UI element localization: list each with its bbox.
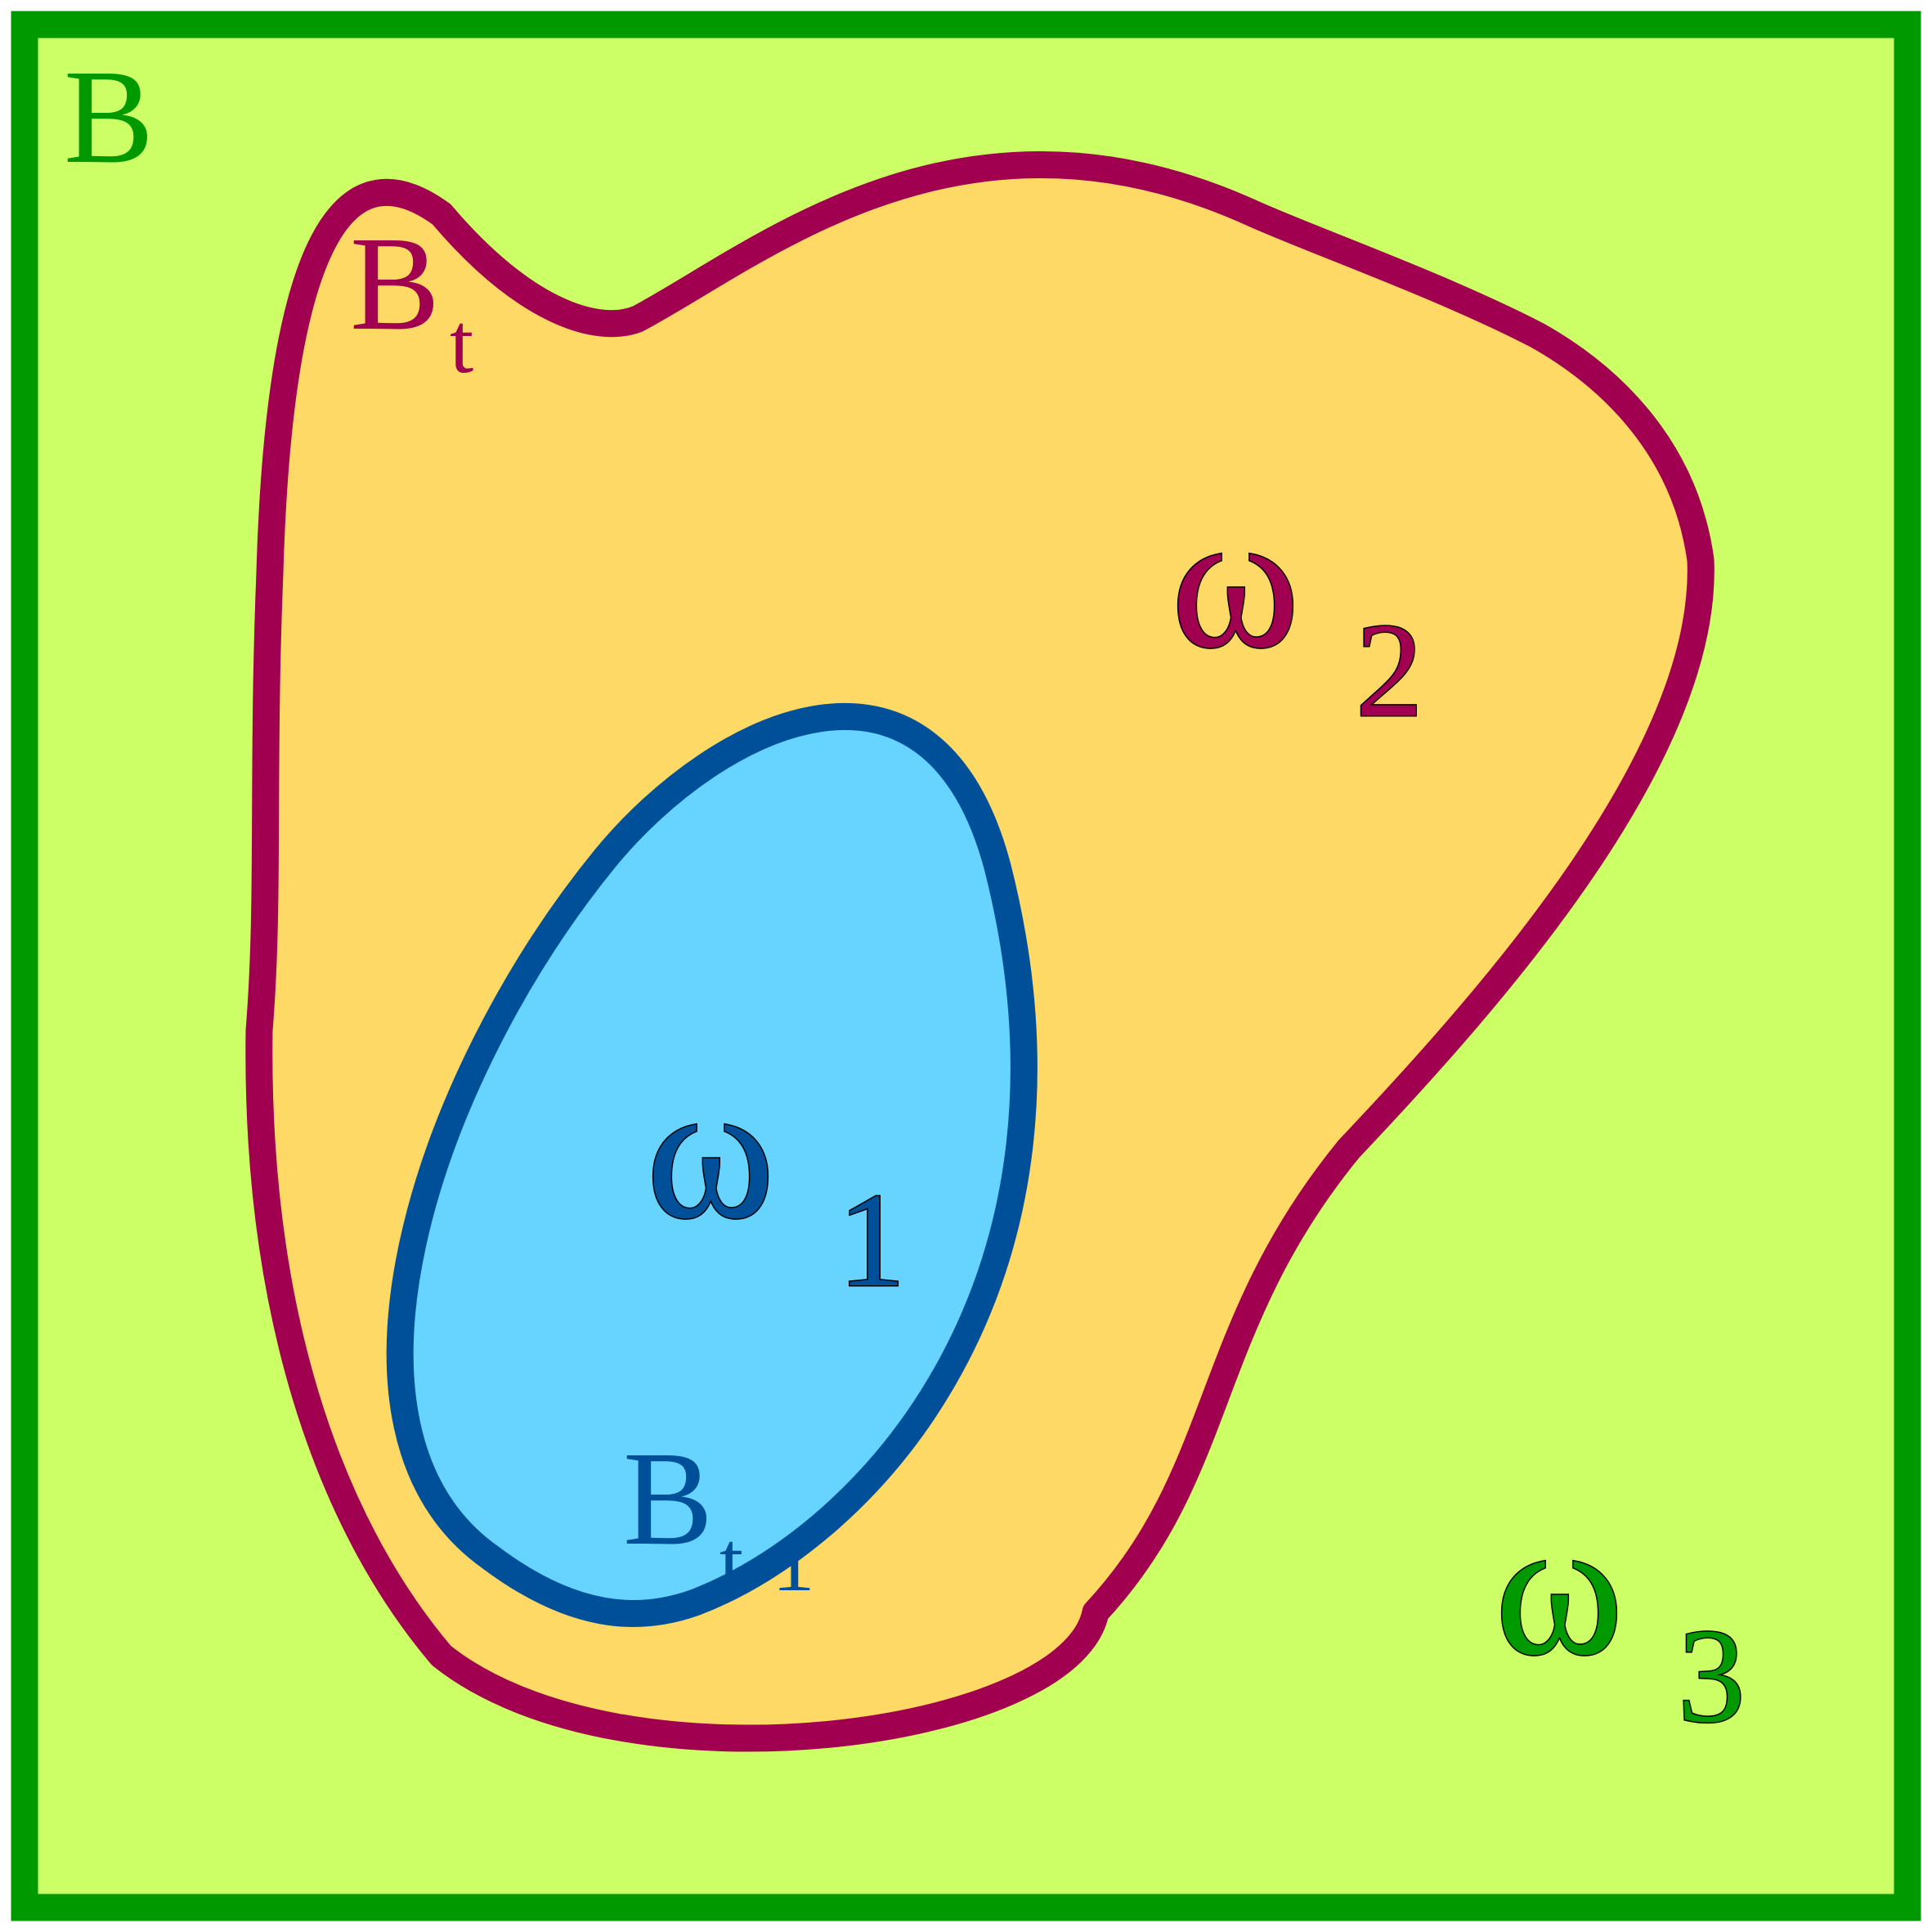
label-omega-3-base: ω (1495, 1478, 1624, 1696)
label-region-t-minus-1-base: B (623, 1423, 713, 1573)
label-omega-1-base: ω (646, 1042, 775, 1259)
label-region-t-minus-1-sub: t-1 (719, 1513, 815, 1609)
label-region-t-base: B (350, 208, 440, 358)
label-omega-2-sub: 2 (1356, 595, 1423, 745)
label-omega-3-sub: 3 (1678, 1601, 1746, 1750)
label-omega-3: ω 3 (1495, 1478, 1746, 1750)
label-omega-2: ω 2 (1171, 471, 1423, 745)
label-region-t-sub: t (450, 295, 473, 391)
label-outer-set: B (64, 42, 154, 191)
label-region-t-minus-1: B t-1 (623, 1423, 815, 1609)
label-omega-1: ω 1 (646, 1042, 906, 1315)
label-omega-1-sub: 1 (838, 1165, 906, 1315)
label-omega-2-base: ω (1171, 471, 1300, 688)
region-b-t-minus-1 (386, 702, 1038, 1627)
label-region-t: B t (350, 208, 473, 391)
